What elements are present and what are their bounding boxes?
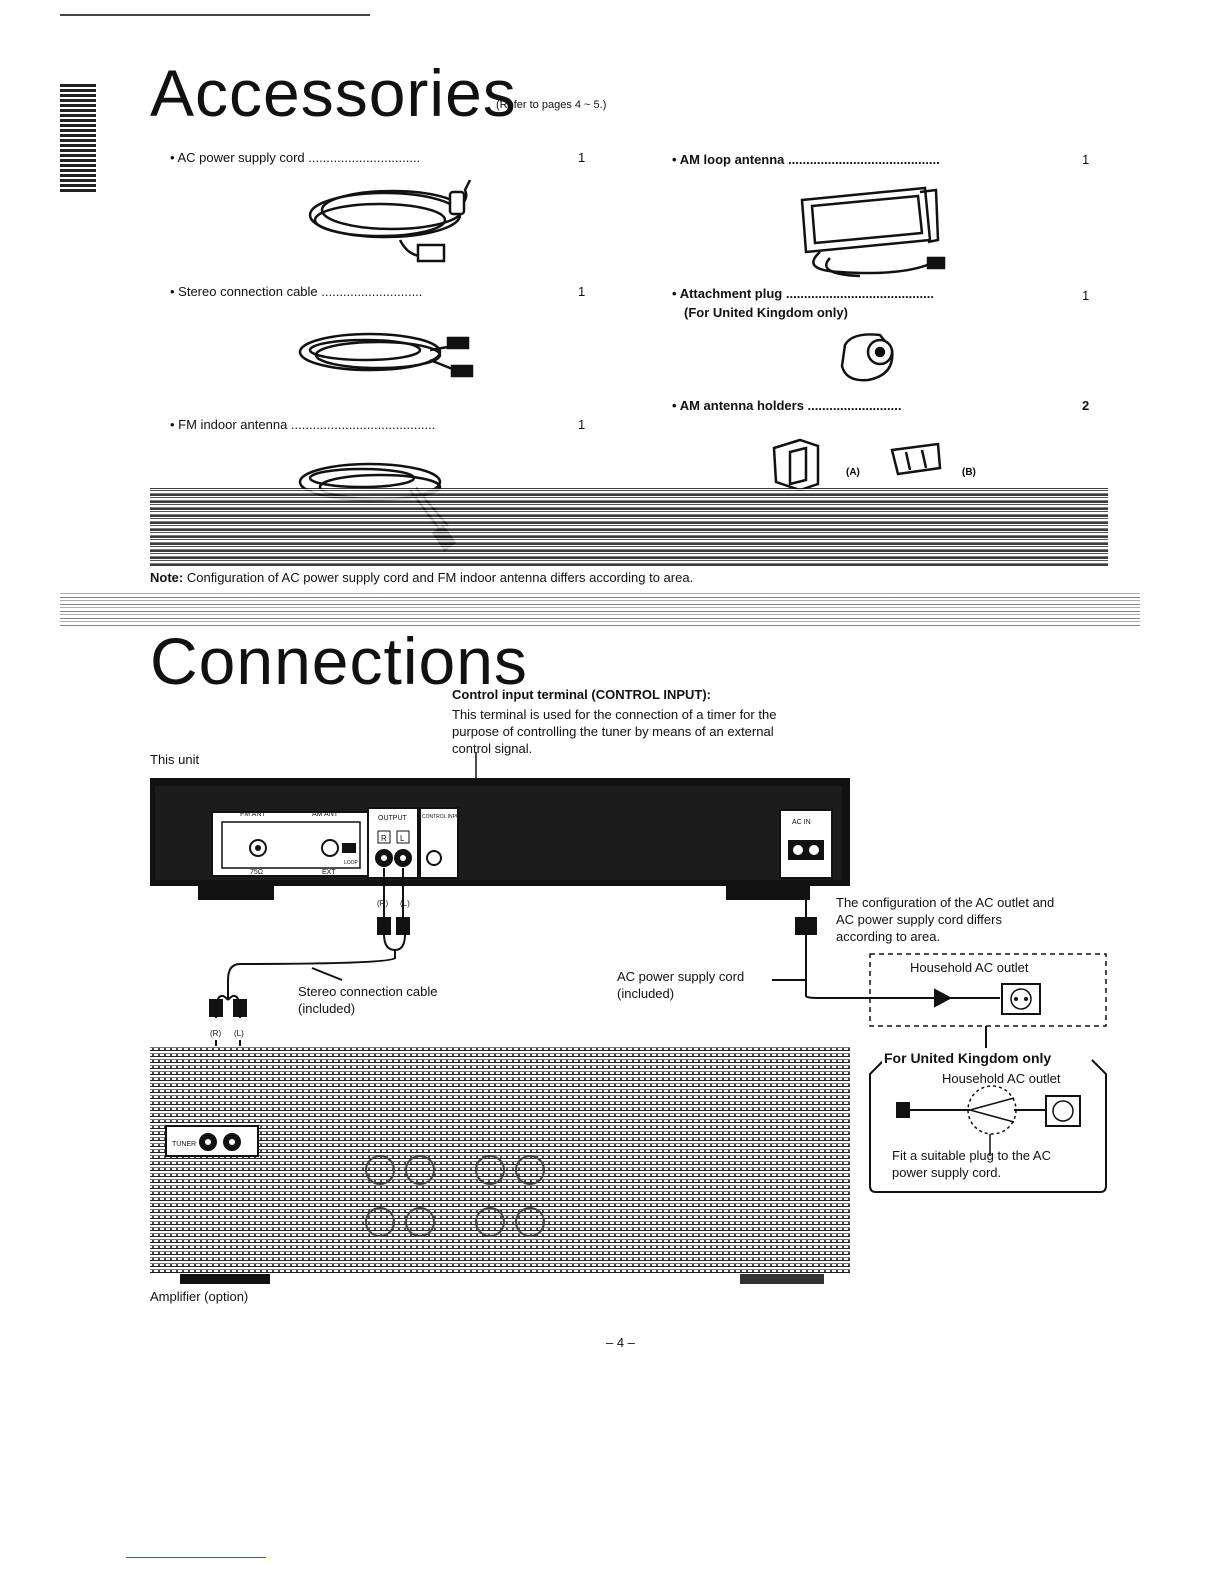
qty-am-holders: 2 xyxy=(1082,398,1090,413)
ac-cord-illustration xyxy=(308,179,472,263)
ac-config-note-1: The configuration of the AC outlet and xyxy=(836,895,1055,910)
qty-fm-antenna: 1 xyxy=(578,417,586,432)
bottom-rule xyxy=(126,1557,266,1558)
ac-cord-label-1: AC power supply cord xyxy=(617,969,745,984)
panel-ext: EXT xyxy=(322,869,336,876)
control-input-desc-2: purpose of controlling the tuner by mean… xyxy=(452,724,774,739)
panel-control: CONTROL INPUT xyxy=(422,814,463,820)
amp-plug-r: (R) xyxy=(210,1029,221,1038)
amp-plug-l: (L) xyxy=(234,1029,244,1038)
uk-title: For United Kingdom only xyxy=(882,1050,1054,1067)
am-holders-illustration xyxy=(772,438,942,492)
this-unit-label: This unit xyxy=(150,752,200,767)
qty-ac-cord: 1 xyxy=(578,150,586,165)
unit-plug-l: (L) xyxy=(400,899,410,908)
binding-strip xyxy=(60,84,96,194)
item-stereo-cable: • Stereo connection cable ..............… xyxy=(170,284,423,299)
accessories-page-ref: (Refer to pages 4 ~ 5.) xyxy=(496,99,607,111)
holder-mark-a: (A) xyxy=(846,467,860,478)
control-input-title: Control input terminal (CONTROL INPUT): xyxy=(452,687,712,702)
stereo-cable-illustration xyxy=(298,332,474,378)
scan-noise-band xyxy=(150,488,1108,566)
amplifier-body xyxy=(150,1046,850,1284)
qty-attachment-plug: 1 xyxy=(1082,288,1090,303)
item-am-holders: • AM antenna holders ...................… xyxy=(672,398,902,413)
item-fm-antenna: • FM indoor antenna ....................… xyxy=(170,417,436,432)
control-input-desc-3: control signal. xyxy=(452,741,533,756)
page-number: – 4 – xyxy=(606,1335,635,1350)
stereo-cable-label-1: Stereo connection cable xyxy=(298,984,438,999)
ac-cord-label-2: (included) xyxy=(617,986,675,1001)
attachment-plug-illustration xyxy=(840,333,894,382)
uk-fit-1: Fit a suitable plug to the AC xyxy=(892,1148,1051,1163)
accessories-note: Note: Configuration of AC power supply c… xyxy=(150,570,694,585)
panel-r: R xyxy=(381,834,387,843)
item-am-loop: • AM loop antenna ......................… xyxy=(672,152,940,167)
unit-plug-r: (R) xyxy=(377,899,388,908)
amp-tuner-label: TUNER xyxy=(172,1141,196,1148)
household-outlet-label: Household AC outlet xyxy=(910,960,1029,975)
panel-loop: LOOP xyxy=(344,860,359,866)
connections-title: Connections xyxy=(150,624,528,698)
panel-fm-ant: FM ANT xyxy=(240,811,266,818)
ac-config-note-2: AC power supply cord differs xyxy=(836,912,1002,927)
uk-box xyxy=(869,1059,1107,1193)
am-loop-illustration xyxy=(800,186,946,278)
panel-output: OUTPUT xyxy=(378,815,408,822)
item-ac-cord: • AC power supply cord .................… xyxy=(170,150,421,165)
qty-stereo-cable: 1 xyxy=(578,284,586,299)
amplifier-label: Amplifier (option) xyxy=(150,1289,249,1304)
qty-am-loop: 1 xyxy=(1082,152,1090,167)
ac-cord-diagram xyxy=(772,880,1000,1008)
item-attachment-plug-note: (For United Kingdom only) xyxy=(684,305,848,320)
panel-ohm: 75Ω xyxy=(250,869,263,876)
control-input-desc-1: This terminal is used for the connection… xyxy=(452,707,777,722)
tuner-back-panel xyxy=(150,778,850,900)
stereo-cable-label-2: (included) xyxy=(298,1001,356,1016)
ac-config-note-3: according to area. xyxy=(836,929,941,944)
accessories-title: Accessories xyxy=(150,56,517,130)
holder-mark-b: (B) xyxy=(962,467,976,478)
panel-am-ant: AM ANT xyxy=(312,811,339,818)
panel-ac-in: AC IN xyxy=(792,819,811,826)
outlet-box xyxy=(869,953,1107,1027)
top-rule xyxy=(60,14,370,16)
panel-l: L xyxy=(400,834,405,843)
uk-outlet-label: Household AC outlet xyxy=(942,1071,1061,1086)
item-attachment-plug: • Attachment plug ......................… xyxy=(672,286,934,301)
uk-fit-2: power supply cord. xyxy=(892,1165,1002,1180)
scan-noise-band-2 xyxy=(60,592,1140,626)
